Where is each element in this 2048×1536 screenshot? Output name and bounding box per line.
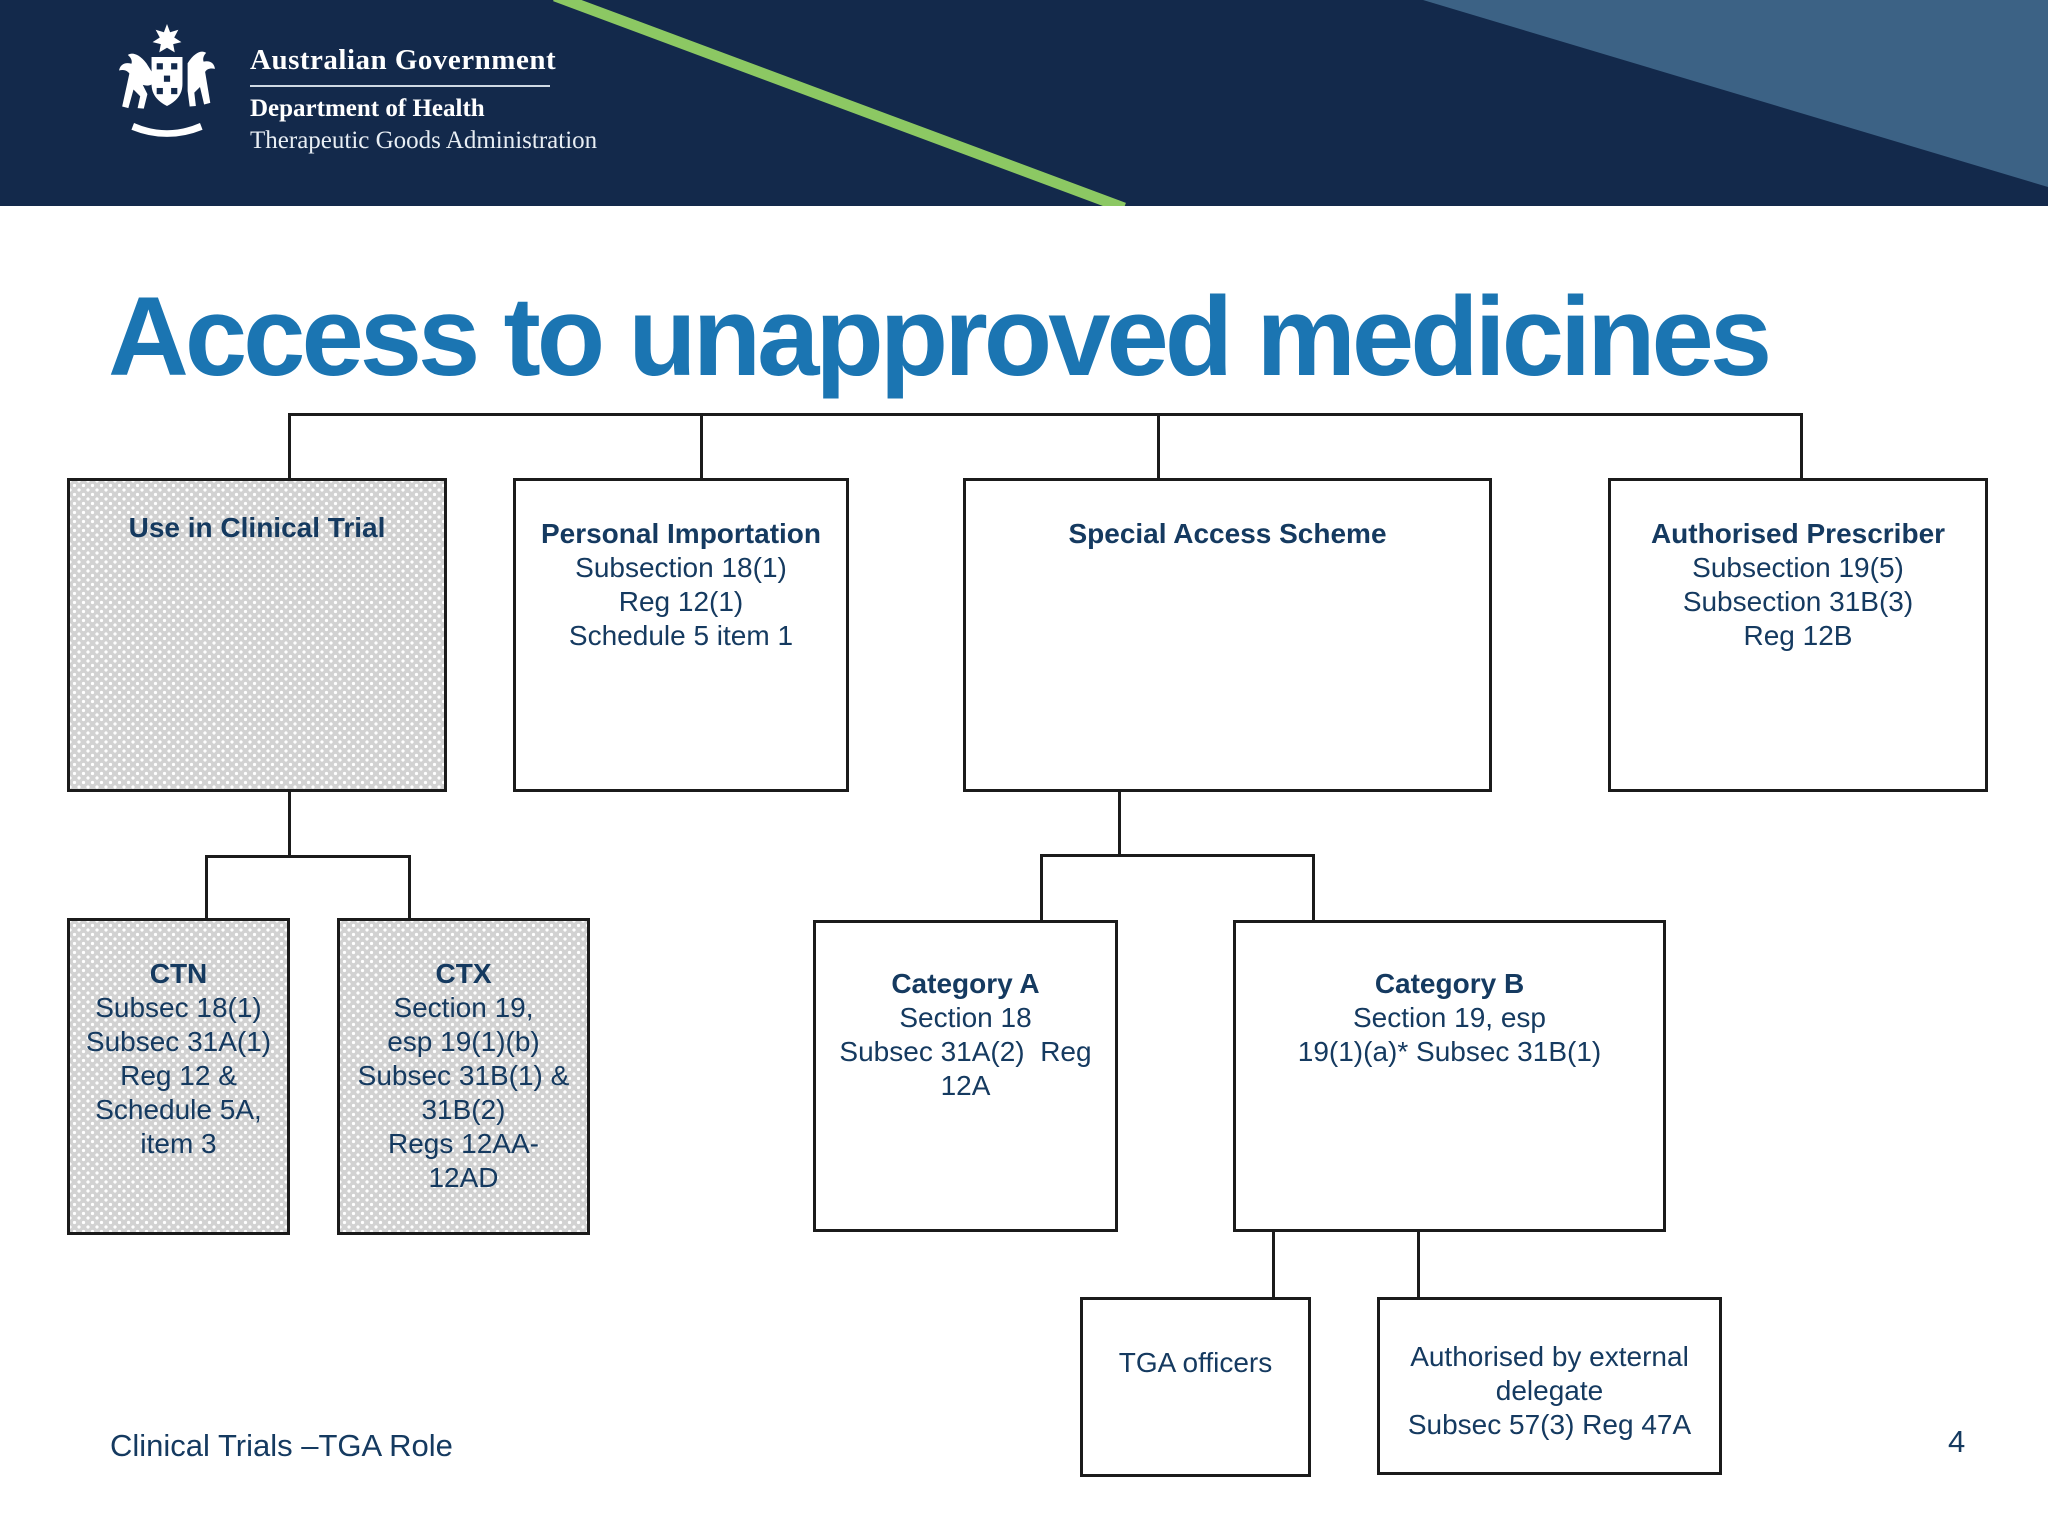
connector-bus-categories bbox=[1040, 854, 1315, 857]
agency-name: Therapeutic Goods Administration bbox=[250, 127, 598, 154]
node-line: TGA officers bbox=[1118, 1347, 1273, 1378]
node-line: 19(1)(a)* Subsec 31B(1) bbox=[1297, 1036, 1602, 1067]
node-title: CTN bbox=[149, 958, 208, 989]
node-line: Schedule 5 item 1 bbox=[568, 620, 794, 651]
connector-stub-clinical-trial bbox=[288, 792, 291, 858]
node-ctx: CTX Section 19, esp 19(1)(b) Subsec 31B(… bbox=[337, 918, 590, 1235]
node-line: Subsec 57(3) Reg 47A bbox=[1407, 1409, 1692, 1440]
connector-top-bus bbox=[288, 413, 1803, 416]
node-line: 12A bbox=[940, 1070, 991, 1101]
node-title: CTX bbox=[435, 958, 492, 989]
divider bbox=[250, 85, 550, 87]
node-line: Subsection 31B(3) bbox=[1682, 586, 1914, 617]
department-name: Department of Health bbox=[250, 95, 485, 122]
node-external-delegate: Authorised by external delegate Subsec 5… bbox=[1377, 1297, 1722, 1475]
connector-drop-personal-importation bbox=[700, 413, 703, 478]
node-tga-officers: TGA officers bbox=[1080, 1297, 1311, 1477]
node-title: Personal Importation bbox=[540, 518, 822, 549]
node-use-in-clinical-trial: Use in Clinical Trial bbox=[67, 478, 447, 792]
green-diagonal-line bbox=[553, 0, 1126, 206]
node-title: Use in Clinical Trial bbox=[128, 512, 386, 543]
node-line: Authorised by external bbox=[1410, 1341, 1689, 1372]
node-line: Reg 12 & bbox=[120, 1060, 237, 1091]
node-line: Subsection 19(5) bbox=[1692, 552, 1904, 583]
node-line: Section 19, esp bbox=[1352, 1002, 1547, 1033]
node-line: delegate bbox=[1495, 1375, 1604, 1406]
government-text-block: Australian Government Department of Heal… bbox=[250, 44, 597, 155]
connector-drop-external-delegate bbox=[1417, 1232, 1420, 1297]
connector-drop-tga-officers bbox=[1272, 1232, 1275, 1297]
node-title: Special Access Scheme bbox=[1068, 518, 1387, 549]
connector-drop-authorised-prescriber bbox=[1800, 413, 1803, 478]
node-line: item 3 bbox=[140, 1128, 217, 1159]
node-category-a: Category A Section 18 Subsec 31A(2) Reg … bbox=[813, 920, 1118, 1232]
connector-drop-ctn bbox=[205, 855, 208, 918]
connector-drop-category-a bbox=[1040, 854, 1043, 920]
node-line: Schedule 5A, bbox=[95, 1094, 262, 1125]
node-line: Subsec 31A(2) Reg bbox=[839, 1036, 1092, 1067]
node-line: 12AD bbox=[428, 1162, 499, 1193]
connector-stub-special-access bbox=[1118, 792, 1121, 857]
node-line: Regs 12AA- bbox=[388, 1128, 539, 1159]
connector-drop-category-b bbox=[1312, 854, 1315, 920]
connector-drop-special-access bbox=[1157, 413, 1160, 478]
node-ctn: CTN Subsec 18(1) Subsec 31A(1) Reg 12 & … bbox=[67, 918, 290, 1235]
connector-drop-clinical-trial bbox=[288, 413, 291, 478]
node-special-access-scheme: Special Access Scheme bbox=[963, 478, 1492, 792]
node-title: Category A bbox=[891, 968, 1040, 999]
node-title: Authorised Prescriber bbox=[1650, 518, 1946, 549]
node-line: Reg 12B bbox=[1743, 620, 1853, 651]
org-name: Australian Government bbox=[250, 44, 557, 76]
light-blue-triangle bbox=[1423, 0, 2048, 187]
node-line: 31B(2) bbox=[421, 1094, 506, 1125]
connector-drop-ctx bbox=[408, 855, 411, 918]
footer-text: Clinical Trials –TGA Role bbox=[110, 1428, 453, 1463]
node-line: Subsec 31A(1) bbox=[85, 1026, 272, 1057]
header-band: Australian Government Department of Heal… bbox=[0, 0, 2048, 206]
node-personal-importation: Personal Importation Subsection 18(1) Re… bbox=[513, 478, 849, 792]
australian-coat-of-arms-icon bbox=[119, 24, 215, 137]
node-title: Category B bbox=[1374, 968, 1525, 999]
connector-bus-ctn-ctx bbox=[205, 855, 411, 858]
node-category-b: Category B Section 19, esp 19(1)(a)* Sub… bbox=[1233, 920, 1666, 1232]
node-line: Subsec 31B(1) & bbox=[357, 1060, 570, 1091]
node-line: Subsec 18(1) bbox=[95, 992, 262, 1023]
header-decoration bbox=[553, 0, 2048, 206]
node-line: Subsection 18(1) bbox=[575, 552, 787, 583]
node-line: Section 18 bbox=[899, 1002, 1032, 1033]
page-title: Access to unapproved medicines bbox=[108, 274, 1772, 399]
page-number: 4 bbox=[1948, 1424, 1966, 1459]
node-line: Reg 12(1) bbox=[618, 586, 744, 617]
node-line: Section 19, bbox=[393, 992, 534, 1023]
node-line: esp 19(1)(b) bbox=[387, 1026, 540, 1057]
node-authorised-prescriber: Authorised Prescriber Subsection 19(5) S… bbox=[1608, 478, 1988, 792]
